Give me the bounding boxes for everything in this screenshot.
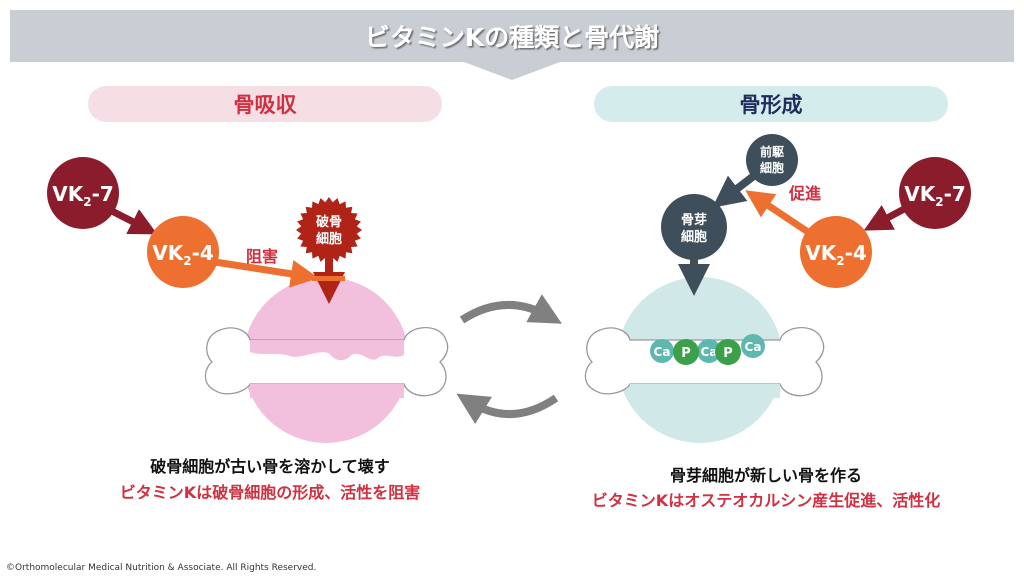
arrow-vk24-inhibit: [214, 258, 319, 288]
title-banner: [10, 10, 1014, 80]
arrow-precursor-to-osteoblast: [712, 171, 758, 208]
svg-text:Ca: Ca: [745, 340, 762, 354]
svg-text:VK2-7: VK2-7: [904, 182, 966, 209]
mineral-ca: Ca: [741, 334, 765, 358]
vk2-7-right: VK2-7: [899, 157, 971, 229]
osteoclast-starburst: 破骨 細胞: [296, 197, 362, 263]
cycle-arrow-bottom: [456, 393, 559, 425]
mineral-p: P: [673, 339, 699, 365]
bone-left: [204, 327, 449, 398]
vk2-4-left: VK2-4: [147, 216, 219, 288]
svg-text:VK2-7: VK2-7: [52, 182, 114, 209]
bone-formation-heading: 骨形成: [740, 93, 803, 117]
left-caption-2: ビタミンKは破骨細胞の形成、活性を阻害: [120, 483, 420, 502]
vk2-4-right: VK2-4: [800, 216, 872, 288]
bone-resorption-pill: [88, 86, 442, 122]
right-caption-2: ビタミンKはオステオカルシン産生促進、活性化: [592, 491, 940, 510]
bone-formation-pill: [594, 86, 948, 122]
copyright: ©Orthomolecular Medical Nutrition & Asso…: [6, 563, 316, 573]
inhibit-bar: [312, 276, 345, 281]
bone-resorption-heading: 骨吸収: [234, 93, 298, 117]
svg-text:細胞: 細胞: [760, 160, 784, 175]
arrow-vk27-to-vk24: [108, 206, 158, 235]
page-title: ビタミンKの種類と骨代謝: [365, 23, 659, 52]
osteoblast-cell: 骨芽 細胞: [661, 194, 727, 260]
svg-text:細胞: 細胞: [316, 231, 342, 247]
arrow-vk27-to-vk24-right: [863, 204, 908, 231]
arrow-vk24-promote: [745, 190, 810, 235]
svg-text:破骨: 破骨: [316, 214, 342, 230]
svg-text:前駆: 前駆: [760, 144, 784, 159]
mineral-ca: Ca: [697, 339, 721, 363]
svg-text:Ca: Ca: [654, 345, 671, 359]
precursor-cell: 前駆 細胞: [746, 134, 798, 186]
svg-text:Ca: Ca: [701, 345, 718, 359]
svg-text:P: P: [681, 346, 691, 361]
promote-label: 促進: [788, 184, 821, 203]
right-caption-1: 骨芽細胞が新しい骨を作る: [670, 466, 862, 485]
svg-text:P: P: [723, 346, 733, 361]
vk2-7-left: VK2-7: [47, 157, 119, 229]
mineral-ca: Ca: [650, 339, 674, 363]
svg-text:骨芽: 骨芽: [681, 212, 707, 228]
left-caption-1: 破骨細胞が古い骨を溶かして壊す: [150, 457, 390, 476]
mineral-row: Ca Ca Ca P P: [650, 334, 765, 365]
cycle-arrow-top: [459, 294, 562, 324]
mineral-p: P: [715, 339, 741, 365]
svg-text:VK2-4: VK2-4: [805, 241, 867, 268]
svg-text:細胞: 細胞: [681, 229, 707, 245]
inhibit-label: 阻害: [246, 247, 278, 266]
svg-text:VK2-4: VK2-4: [152, 241, 214, 268]
